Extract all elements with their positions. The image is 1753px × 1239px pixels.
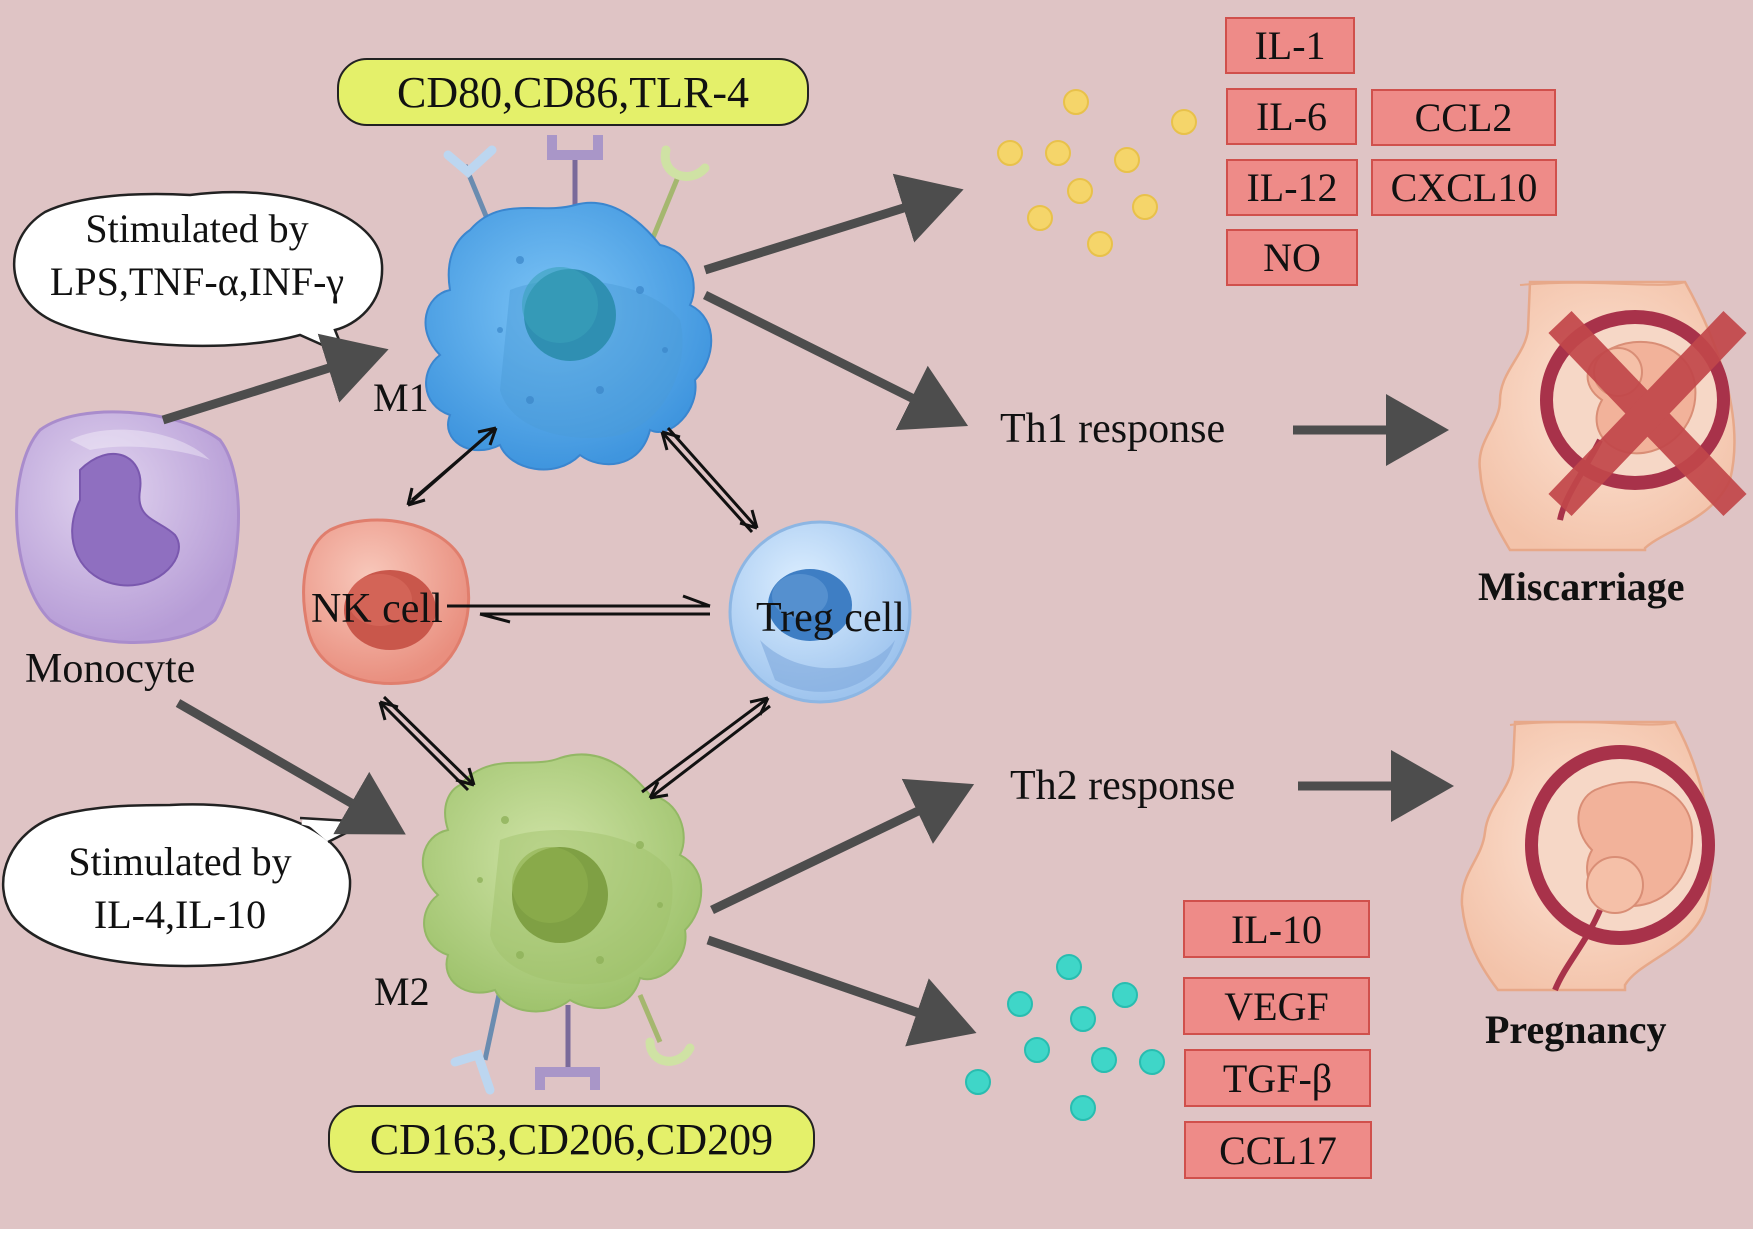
monocyte-cell [15, 410, 240, 644]
arrow-monocyte-to-m2 [175, 699, 406, 835]
m1-stimulus-line2: LPS,TNF-α,INF-γ [49, 258, 345, 304]
arrow-m2-to-cytokines [706, 935, 977, 1047]
arrow-m1-to-cytokines [703, 173, 964, 275]
nk-cell-label: NK cell [311, 586, 443, 632]
m2-marker-pill: CD163,CD206,CD209 [328, 1105, 815, 1173]
miscarriage-label: Miscarriage [1478, 564, 1685, 609]
m2-stimulus-line2: IL-4,IL-10 [93, 891, 267, 937]
m2-macrophage-cell [421, 753, 703, 1095]
pregnancy-illustration [1460, 720, 1715, 992]
arrow-m2-to-th2 [710, 778, 975, 915]
m1-cytokine-box: IL-6 [1226, 88, 1357, 145]
m1-chemokine-box: CCL2 [1371, 89, 1556, 146]
m1-cytokine-box: NO [1226, 229, 1358, 286]
treg-cell-label: Treg cell [756, 595, 905, 641]
m2-stimulus-text: Stimulated by IL-4,IL-10 [20, 836, 340, 942]
cross-icon [1548, 310, 1747, 517]
m1-stimulus-line1: Stimulated by [85, 206, 309, 251]
m2-cytokine-box: IL-10 [1183, 900, 1370, 958]
m1-label: M1 [373, 375, 429, 420]
reversible-arrow-m1-treg [660, 427, 759, 534]
reversible-arrow-nk-m2 [378, 695, 476, 792]
m1-secreted-particles [997, 89, 1197, 257]
treg-cell [728, 520, 912, 704]
m1-cytokine-box: IL-1 [1225, 17, 1355, 74]
pregnancy-label: Pregnancy [1485, 1007, 1667, 1052]
m2-stimulus-line1: Stimulated by [68, 839, 292, 884]
bottom-border [0, 1229, 1753, 1239]
monocyte-label: Monocyte [25, 646, 196, 692]
m1-cytokine-box: IL-12 [1226, 159, 1358, 216]
arrow-monocyte-to-m1 [161, 333, 389, 425]
reversible-arrow-nk-treg [447, 594, 711, 624]
m2-cytokine-box: CCL17 [1184, 1121, 1372, 1179]
miscarriage-illustration [1478, 280, 1747, 552]
m2-label: M2 [374, 969, 430, 1014]
arrow-m1-to-th1 [702, 290, 969, 431]
m1-stimulus-text: Stimulated by LPS,TNF-α,INF-γ [22, 203, 372, 309]
m2-secreted-particles [965, 954, 1165, 1121]
m2-cytokine-box: TGF-β [1184, 1049, 1371, 1107]
th2-response-label: Th2 response [1010, 763, 1236, 809]
m1-marker-pill: CD80,CD86,TLR-4 [337, 58, 809, 126]
th1-response-label: Th1 response [1000, 406, 1226, 452]
m1-macrophage-cell [424, 135, 713, 471]
nk-cell [302, 518, 471, 685]
m2-cytokine-box: VEGF [1183, 977, 1370, 1035]
m1-stimulus-bubble [12, 190, 384, 358]
reversible-arrow-nk-m1 [406, 426, 498, 507]
reversible-arrow-treg-m2 [641, 696, 771, 800]
m1-chemokine-box: CXCL10 [1371, 159, 1557, 216]
